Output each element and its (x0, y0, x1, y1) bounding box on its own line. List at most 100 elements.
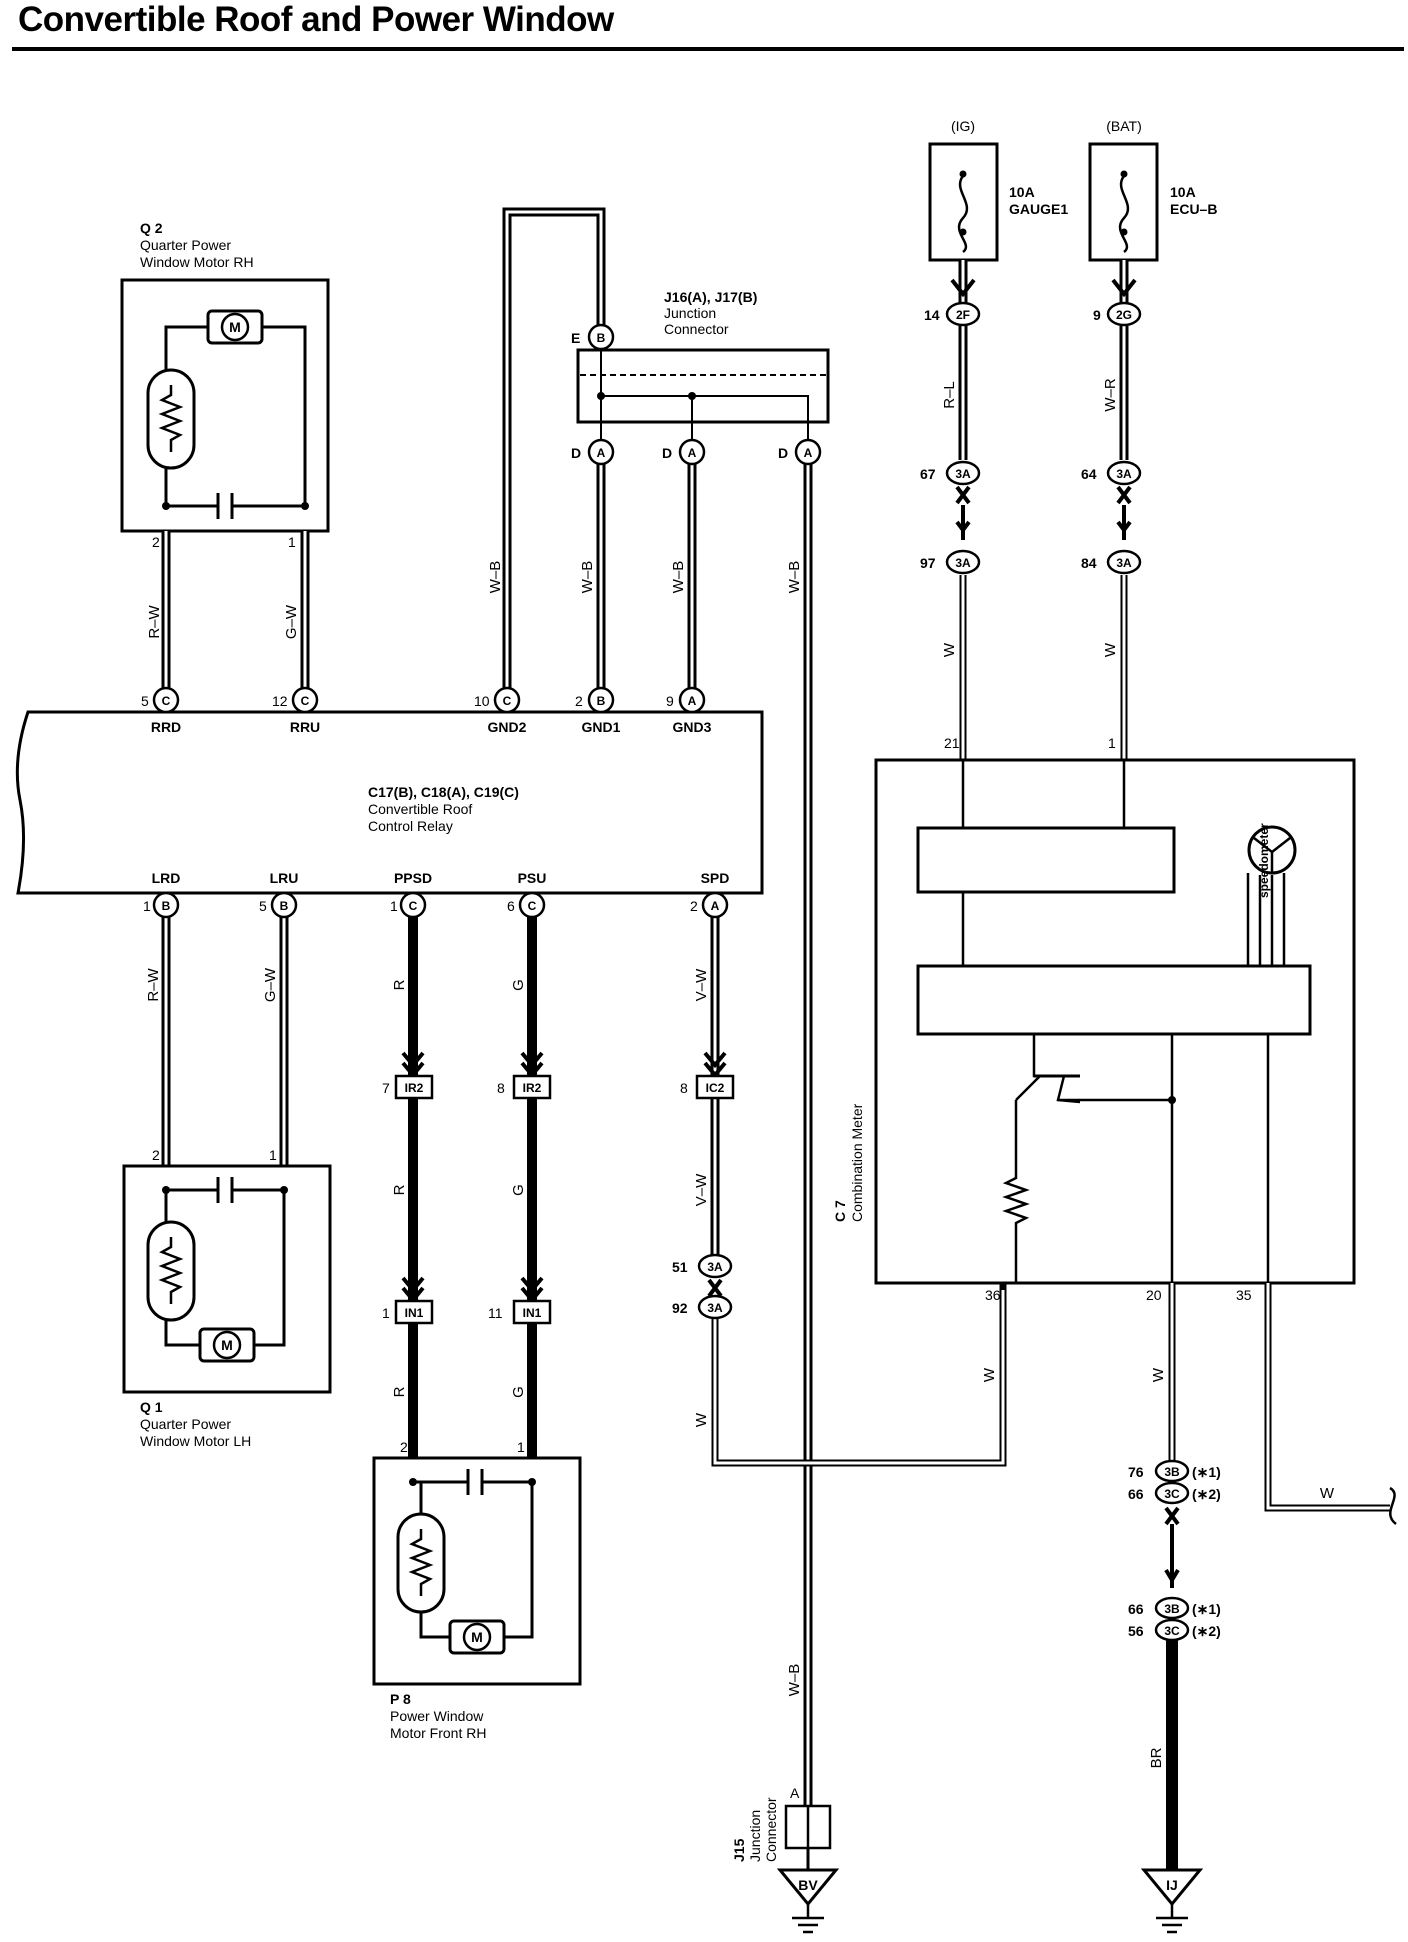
wire-vw-2: V–W (693, 1173, 710, 1206)
connector-3a-51: 3A 51 (672, 1253, 733, 1298)
svg-text:PSU: PSU (518, 870, 547, 886)
title-rule (12, 47, 1404, 51)
connector-3a-97: 3A 97 (920, 549, 981, 575)
svg-text:9: 9 (666, 693, 674, 709)
q1-id: Q 1 (140, 1399, 163, 1415)
connector-3c-66: 3C 66 (∗2) (1128, 1481, 1221, 1505)
lrd-pin: 1 (143, 898, 151, 914)
svg-text:B: B (597, 694, 606, 708)
svg-text:3A: 3A (1116, 556, 1132, 570)
svg-text:(∗2): (∗2) (1192, 1486, 1221, 1502)
svg-text:5: 5 (141, 693, 149, 709)
relay-terminal-psu: PSU (518, 870, 547, 886)
wire-gw-q2: G–W (283, 604, 300, 639)
p8-motor: M (372, 1456, 582, 1686)
svg-text:8: 8 (497, 1080, 505, 1096)
svg-text:(∗1): (∗1) (1192, 1464, 1221, 1480)
svg-text:A: A (688, 694, 697, 708)
junction-pin-d1: A D (571, 438, 615, 466)
j15-connector: A (784, 1785, 832, 1850)
svg-text:66: 66 (1128, 1601, 1144, 1617)
q2-pin-2: 2 (152, 534, 160, 550)
relay-id: C17(B), C18(A), C19(C) (368, 784, 519, 800)
meter-pin-1: 1 (1108, 735, 1116, 751)
wire-w-spd: W (693, 1412, 710, 1427)
wire-w-21: W (941, 642, 958, 657)
svg-text:97: 97 (920, 555, 936, 571)
q2-motor-symbol: M (229, 319, 241, 335)
svg-text:76: 76 (1128, 1464, 1144, 1480)
svg-text:RRU: RRU (290, 719, 320, 735)
meter-pin-36: 36 (985, 1287, 1001, 1303)
svg-text:GND2: GND2 (488, 719, 527, 735)
j15-pin-a: A (790, 1785, 800, 1801)
spd-pin: 2 (690, 898, 698, 914)
svg-text:3A: 3A (955, 467, 971, 481)
svg-text:IC2: IC2 (706, 1081, 725, 1095)
q2-line2: Window Motor RH (140, 254, 254, 270)
wire-r-2: R (391, 1184, 408, 1195)
connector-3a-64: 3A 64 (1081, 460, 1142, 540)
lru-code: B (280, 899, 289, 913)
wire-wb-gnd2: W–B (487, 561, 504, 594)
svg-text:14: 14 (924, 307, 940, 323)
connector-2g-9: 2G 9 (1093, 301, 1142, 327)
p8-pin-1: 1 (517, 1439, 525, 1455)
speedometer-label: speedometer (1257, 823, 1271, 898)
svg-text:D: D (778, 445, 788, 461)
q2-line1: Quarter Power (140, 237, 231, 253)
svg-text:10: 10 (474, 693, 490, 709)
p8-id: P 8 (390, 1691, 411, 1707)
svg-text:A: A (804, 446, 813, 460)
svg-text:2F: 2F (956, 308, 970, 322)
svg-text:9: 9 (1093, 307, 1101, 323)
relay-terminal-gnd3: A 9 GND3 (666, 686, 712, 735)
svg-text:C: C (503, 694, 512, 708)
spd-code: A (711, 899, 720, 913)
svg-text:PPSD: PPSD (394, 870, 432, 886)
psu-code: C (528, 899, 537, 913)
svg-text:GND1: GND1 (582, 719, 621, 735)
svg-text:B: B (597, 331, 606, 345)
wire-w-35: W (1320, 1485, 1335, 1502)
svg-text:2G: 2G (1116, 308, 1132, 322)
fuse-gauge1 (928, 142, 999, 262)
wire-r-1: R (391, 979, 408, 990)
q1-line2: Window Motor LH (140, 1433, 251, 1449)
p8-motor-symbol: M (471, 1629, 483, 1645)
connector-3b-76: 3B 76 (∗1) (1128, 1459, 1221, 1483)
lrd-code: B (162, 899, 171, 913)
connector-2f-14: 2F 14 (924, 301, 981, 327)
wire-wb-gnd3: W–B (670, 561, 687, 594)
relay-terminal-rrd: C 5 RRD (141, 686, 181, 735)
junction-top-id: J16(A), J17(B) (664, 289, 757, 305)
wire-gw-q1: G–W (262, 967, 279, 1002)
junction-top-line2: Connector (664, 321, 729, 337)
svg-text:3B: 3B (1164, 1465, 1180, 1479)
q2-pin-1: 1 (288, 534, 296, 550)
connector-3b-66: 3B 66 (∗1) (1128, 1596, 1221, 1620)
p8-line2: Motor Front RH (390, 1725, 486, 1741)
relay-terminal-ppsd: PPSD (394, 870, 432, 886)
svg-text:1: 1 (382, 1305, 390, 1321)
junction-pin-d3: A D (778, 438, 822, 466)
meter-pin-21: 21 (944, 735, 960, 751)
svg-text:LRU: LRU (270, 870, 299, 886)
svg-text:51: 51 (672, 1259, 688, 1275)
speedometer-icon (1246, 825, 1297, 966)
q2-motor: M (120, 278, 330, 533)
psu-pin: 6 (507, 898, 515, 914)
page-title: Convertible Roof and Power Window (18, 0, 614, 39)
svg-text:IN1: IN1 (523, 1306, 542, 1320)
svg-text:IR2: IR2 (523, 1081, 542, 1095)
control-relay (15, 710, 764, 895)
q2-id: Q 2 (140, 220, 163, 236)
svg-text:LRD: LRD (152, 870, 181, 886)
connector-ir2-8: IR2 8 (497, 1051, 552, 1100)
svg-text:A: A (597, 446, 606, 460)
svg-text:C: C (162, 694, 171, 708)
svg-text:D: D (662, 445, 672, 461)
q1-line1: Quarter Power (140, 1416, 231, 1432)
svg-text:RRD: RRD (151, 719, 181, 735)
